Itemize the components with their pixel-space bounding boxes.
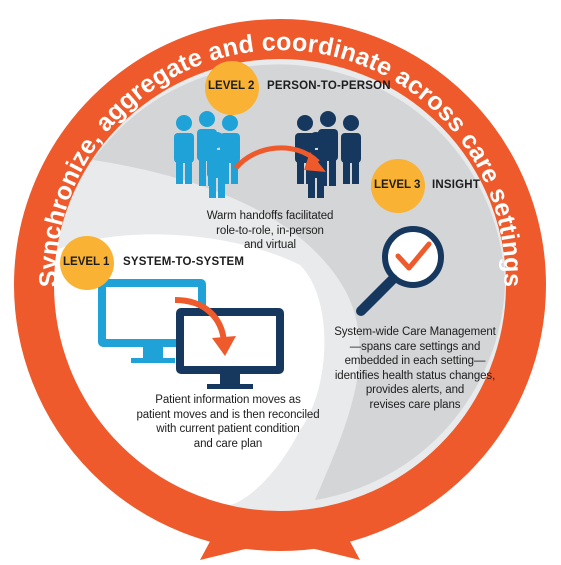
level3-title: INSIGHT (432, 179, 481, 191)
level2-badge: LEVEL 2 (208, 80, 255, 92)
ring-arrowhead-right-icon (278, 508, 360, 560)
level1-description: Patient information moves as patient mov… (136, 394, 320, 450)
magnifier-check-icon (356, 226, 444, 316)
ring-arrowhead-left-icon (200, 508, 282, 560)
people-group-icon (174, 111, 361, 198)
level1-badge-circle (60, 236, 114, 290)
transfer-arrow-icon (174, 297, 236, 356)
handoff-arrow-icon (234, 145, 326, 172)
level2-description: Warm handoffs facilitated role-to-role, … (206, 210, 334, 251)
outer-ring (14, 19, 546, 551)
level1-badge: LEVEL 1 (63, 256, 110, 268)
ring-arrowheads (200, 508, 360, 560)
level1-title: SYSTEM-TO-SYSTEM (123, 256, 245, 268)
level2-badge-circle (205, 61, 259, 115)
level2-title: PERSON-TO-PERSON (267, 80, 391, 92)
level3-badge-circle (371, 159, 425, 213)
level3-description: System-wide Care Management —spans care … (334, 326, 496, 411)
level3-badge: LEVEL 3 (374, 179, 421, 191)
